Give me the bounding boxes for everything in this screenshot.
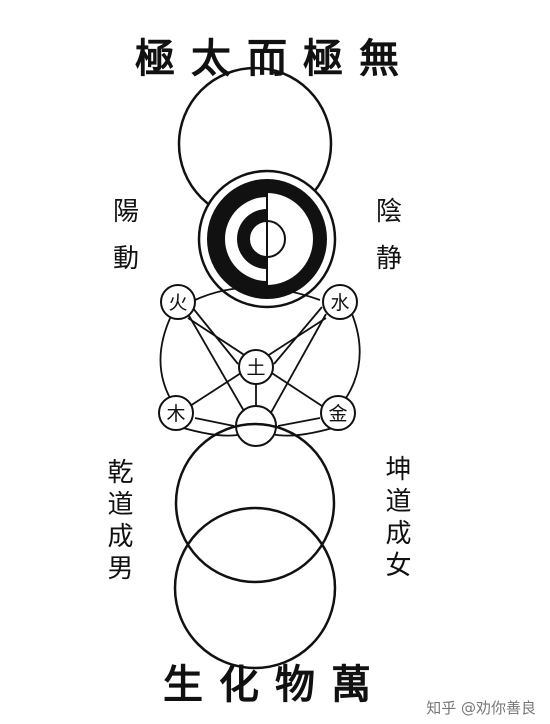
label-yang: 陽 [113, 197, 140, 227]
label-qian-dao: 乾道成男 [103, 458, 133, 586]
fire-node [160, 284, 196, 320]
wood-node [158, 395, 194, 431]
earth-node [238, 349, 274, 385]
wood-label: 木 [166, 403, 185, 425]
water-node [322, 284, 358, 320]
earth-label: 土 [246, 357, 265, 379]
fire-label: 火 [168, 292, 187, 314]
qiankun-circle [174, 422, 336, 584]
watermark: 知乎 @劝你善良 [426, 699, 536, 717]
metal-node [320, 395, 356, 431]
bottom-title: 生化物萬 [163, 661, 387, 708]
wanwu-circle [173, 506, 337, 670]
label-kun-dao: 坤道成女 [381, 455, 411, 583]
top-title: 極太而極無 [135, 35, 415, 82]
label-move: 動 [113, 244, 140, 274]
water-label: 水 [330, 292, 349, 314]
yinyang-circle [197, 169, 337, 309]
label-yin: 陰 [376, 197, 403, 227]
label-still: 静 [376, 244, 403, 274]
metal-label: 金 [328, 403, 347, 425]
